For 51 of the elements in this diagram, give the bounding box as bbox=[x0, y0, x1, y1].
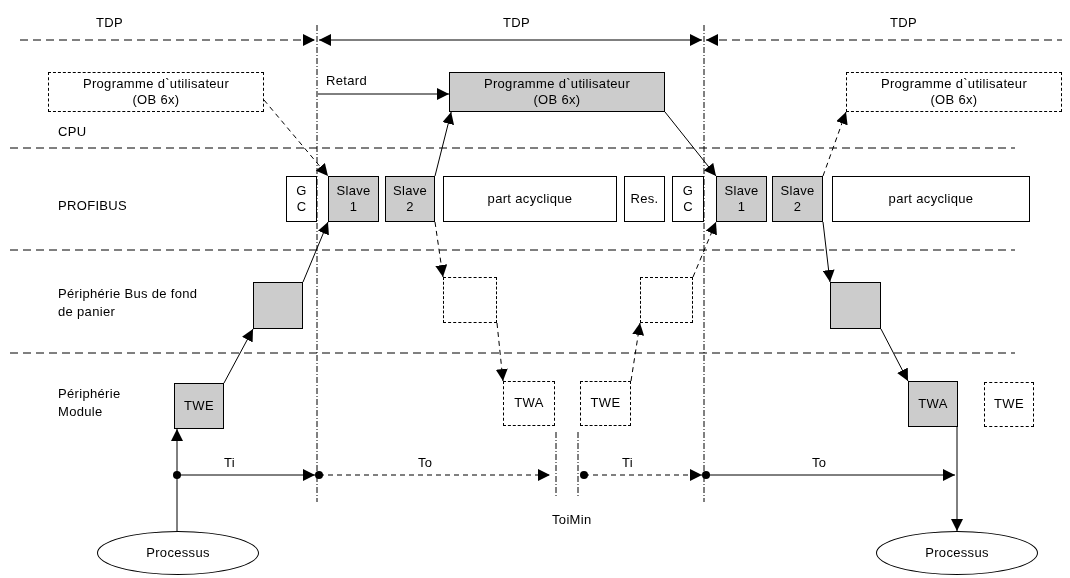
program-box: Programme d`utilisateur (OB 6x) bbox=[846, 72, 1062, 112]
arrow bbox=[434, 111, 455, 177]
arrow bbox=[692, 221, 717, 278]
module-box: TWE bbox=[984, 382, 1034, 427]
period-label: TDP bbox=[503, 14, 530, 32]
time-label: ToiMin bbox=[552, 511, 592, 529]
module-box: TWA bbox=[503, 381, 555, 426]
interval-label: Ti bbox=[224, 454, 235, 472]
arrow bbox=[951, 426, 963, 532]
bus-slot: Slave 2 bbox=[385, 176, 435, 222]
backplane-box bbox=[253, 282, 303, 329]
arrow bbox=[317, 88, 450, 100]
interval-label: Ti bbox=[622, 454, 633, 472]
interval-label: To bbox=[418, 454, 433, 472]
program-box: Programme d`utilisateur (OB 6x) bbox=[48, 72, 264, 112]
bus-slot: Slave 2 bbox=[772, 176, 823, 222]
period-label: TDP bbox=[890, 14, 917, 32]
arrow bbox=[630, 322, 645, 382]
arrow bbox=[263, 99, 329, 177]
arrow bbox=[302, 221, 329, 283]
arrow bbox=[223, 328, 254, 384]
module-box: TWA bbox=[908, 381, 958, 427]
arrow bbox=[664, 111, 717, 177]
process-ellipse: Processus bbox=[876, 531, 1038, 575]
module-box: TWE bbox=[580, 381, 631, 426]
bus-slot: part acyclique bbox=[832, 176, 1030, 222]
period-label: TDP bbox=[96, 14, 123, 32]
backplane-box bbox=[443, 277, 497, 323]
bus-slot: part acyclique bbox=[443, 176, 617, 222]
bus-slot: G C bbox=[672, 176, 704, 222]
program-box: Programme d`utilisateur (OB 6x) bbox=[449, 72, 665, 112]
arrow bbox=[822, 221, 835, 283]
process-ellipse: Processus bbox=[97, 531, 259, 575]
lane-label: Périphérie Bus de fond de panier bbox=[58, 285, 199, 321]
arrow bbox=[880, 328, 909, 382]
interval-label: To bbox=[812, 454, 827, 472]
lane-label: Périphérie Module bbox=[58, 385, 122, 421]
edge-label: Retard bbox=[324, 74, 369, 87]
arrow bbox=[171, 428, 183, 532]
arrow bbox=[434, 221, 448, 278]
arrow bbox=[495, 322, 508, 382]
lane-label: PROFIBUS bbox=[58, 197, 128, 215]
lane-label: CPU bbox=[58, 123, 87, 141]
arrow bbox=[822, 111, 848, 177]
module-box: TWE bbox=[174, 383, 224, 429]
bus-slot: G C bbox=[286, 176, 317, 222]
backplane-box bbox=[830, 282, 881, 329]
backplane-box bbox=[640, 277, 693, 323]
bus-slot: Slave 1 bbox=[328, 176, 379, 222]
bus-slot: Res. bbox=[624, 176, 665, 222]
bus-slot: Slave 1 bbox=[716, 176, 767, 222]
